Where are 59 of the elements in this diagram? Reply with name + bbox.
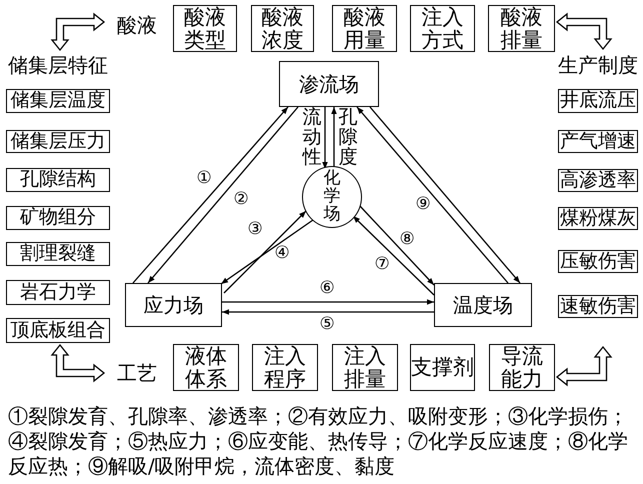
arrow [224,210,306,294]
edge-label: ① [196,170,212,188]
factor-box: 酸液类型 [173,5,237,52]
hollow-arrow [50,344,106,382]
arrow [148,106,298,284]
arrow [222,299,434,305]
hollow-arrow [556,346,612,386]
edge-label: ⑥ [318,280,336,298]
group-heading: 工艺 [113,360,161,386]
factor-box: 产气增速 [558,130,638,153]
hollow-arrow [556,12,612,50]
edge-label: ③ [246,221,264,239]
field-circle: 化学场 [302,166,362,228]
factor-box: 孔隙结构 [6,168,110,192]
edge-label: ② [232,191,250,209]
group-heading: 酸液 [113,12,161,38]
arrow [132,106,288,284]
factor-box: 酸液排量 [488,5,555,52]
factor-box: 液体体系 [173,344,239,391]
factor-box: 注入排量 [332,344,398,391]
arrow [220,219,314,285]
edge-label: ⑨ [414,196,432,214]
edge-label: ⑤ [318,316,336,334]
hollow-arrow [50,12,106,52]
arrow [222,309,434,315]
factor-box: 应力场 [125,283,222,327]
caption: ①裂隙发育、孔隙率、渗透率；②有效应力、吸附变形；③化学损伤；④裂隙发育；⑤热应力；⑥应变能、热传导；⑦化学反应速度；⑧化学反应热；⑨解吸/吸附甲烷，流体密度、黏度 [8,404,629,479]
factor-box: 注入程序 [252,344,318,391]
factor-box: 岩石力学 [6,280,110,305]
arrow [358,204,434,286]
factor-box: 速敏伤害 [558,295,638,318]
group-heading: 生产制度 [555,52,641,78]
arrow [331,107,337,169]
group-heading: 储集层特征 [4,52,112,78]
edge-label: ⑧ [398,231,416,249]
edge-label: 流动性 [302,108,322,168]
arrow [370,106,520,284]
edge-label: ④ [274,245,290,263]
factor-box: 矿物组分 [6,206,110,230]
arrow [322,107,328,169]
factor-box: 渗流场 [279,61,379,107]
factor-box: 温度场 [434,283,532,327]
arrow [352,216,434,296]
factor-box: 注入方式 [410,5,475,52]
factor-box: 支撑剂 [410,344,475,391]
factor-box: 割理裂缝 [6,242,110,266]
factor-box: 煤粉煤灰 [558,207,638,230]
factor-box: 井底流压 [558,89,638,113]
factor-box: 酸液浓度 [251,5,314,52]
factor-box: 顶底板组合 [6,318,110,343]
factor-box: 储集层温度 [6,89,110,113]
edge-label: 孔隙度 [338,108,358,168]
factor-box: 酸液用量 [332,5,397,52]
factor-box: 储集层压力 [6,130,110,153]
factor-box: 高渗透率 [558,169,638,192]
edge-label: ⑦ [374,256,390,274]
factor-box: 导流能力 [489,344,555,391]
factor-box: 压敏伤害 [558,250,638,273]
arrow [356,106,508,284]
